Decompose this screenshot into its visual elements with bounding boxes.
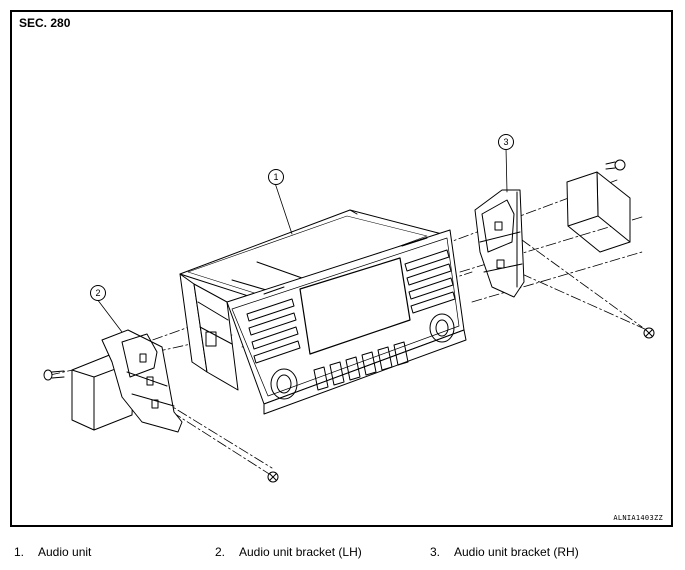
bracket-lh xyxy=(71,329,183,433)
callout-leaders xyxy=(96,147,508,333)
screw-rh-bottom xyxy=(643,327,655,339)
callout-2-number: 2 xyxy=(95,288,101,298)
callout-2: 2 xyxy=(90,285,106,301)
screw-bottom xyxy=(267,471,279,483)
legend-item-bracket-rh: 3. Audio unit bracket (RH) xyxy=(430,545,579,559)
screw-rh-top xyxy=(605,159,626,171)
screw-lh xyxy=(43,369,65,381)
callout-3: 3 xyxy=(498,134,514,150)
callout-3-number: 3 xyxy=(503,137,509,147)
legend-item-audio-unit: 1. Audio unit xyxy=(14,545,91,559)
callout-1: 1 xyxy=(268,169,284,185)
exploded-view-diagram xyxy=(43,147,655,483)
audio-unit xyxy=(179,209,467,415)
legend-number: 2. xyxy=(215,545,226,559)
legend-number: 3. xyxy=(430,545,441,559)
legend-number: 1. xyxy=(14,545,25,559)
legend-label: Audio unit bracket (RH) xyxy=(454,545,579,559)
diagram-frame: SEC. 280 xyxy=(10,10,673,527)
legend-item-bracket-lh: 2. Audio unit bracket (LH) xyxy=(215,545,362,559)
parts-legend: 1. Audio unit 2. Audio unit bracket (LH) 3… xyxy=(0,545,685,565)
screws xyxy=(43,159,655,483)
reference-code: ALNIA1403ZZ xyxy=(613,514,663,522)
callout-1-number: 1 xyxy=(273,172,279,182)
legend-label: Audio unit xyxy=(38,545,92,559)
section-label: SEC. 280 xyxy=(19,16,71,30)
legend-label: Audio unit bracket (LH) xyxy=(239,545,362,559)
bracket-rh xyxy=(474,171,631,298)
